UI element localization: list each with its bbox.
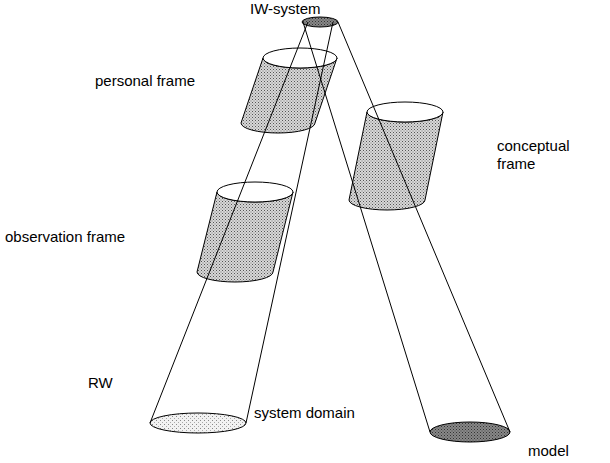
frame-label: personal frame: [95, 72, 195, 90]
frame-label: observation frame: [5, 228, 125, 246]
world-label: RW: [88, 374, 113, 392]
frame-label: conceptual frame: [497, 137, 605, 173]
model-label: model: [528, 442, 569, 460]
system-label: IW-system: [250, 0, 321, 18]
domain-label: system domain: [254, 404, 355, 422]
